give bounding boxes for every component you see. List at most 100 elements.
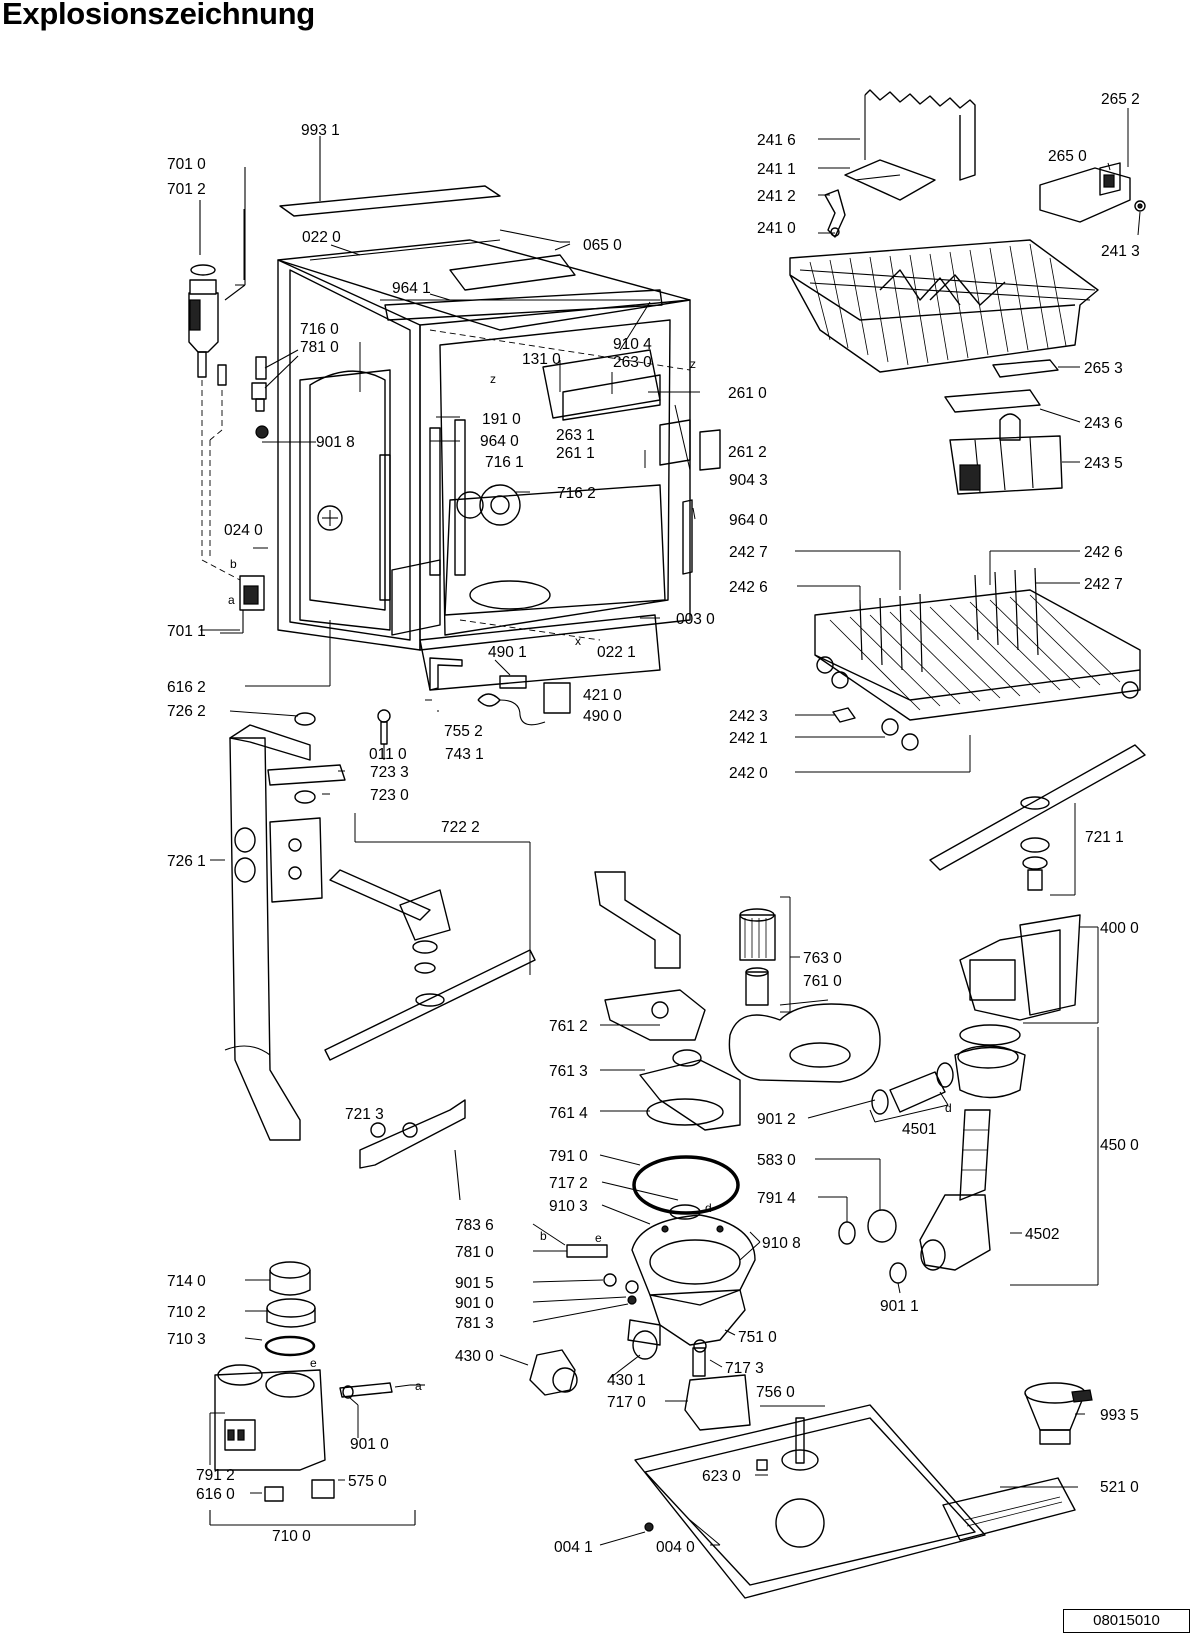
label-2426a: 242 6 — [729, 579, 768, 596]
label-4300: 430 0 — [455, 1348, 494, 1365]
page-title: Explosionszeichnung — [2, 0, 315, 31]
label-7612: 761 2 — [549, 1018, 588, 1035]
pump-sump-icon: b e d — [540, 1155, 756, 1360]
marker-z-2: z — [690, 357, 696, 371]
base-plate-icon — [634, 1404, 986, 1599]
insulation-strip-icon — [279, 136, 501, 217]
label-7813: 781 3 — [455, 1315, 494, 1332]
label-2421: 242 1 — [729, 730, 768, 747]
basket-rack-top-icon — [824, 89, 976, 238]
label-7910: 791 0 — [549, 1148, 588, 1165]
label-9931: 993 1 — [301, 122, 340, 139]
label-4501: 4501 — [902, 1121, 936, 1138]
label-9640a: 964 0 — [480, 433, 519, 450]
label-7614: 761 4 — [549, 1105, 588, 1122]
marker-a-2: a — [415, 1379, 422, 1393]
spray-arm-lower-icon — [359, 1099, 466, 1201]
marker-d-1: d — [705, 1201, 712, 1215]
label-7170: 717 0 — [607, 1394, 646, 1411]
label-2423: 242 3 — [729, 708, 768, 725]
water-softener-icon: a e — [209, 1261, 425, 1526]
marker-b: b — [230, 557, 237, 571]
part-labels: 993 1 701 0 701 2 022 0 065 0 964 1 716 … — [167, 91, 1140, 1556]
label-7261: 726 1 — [167, 853, 206, 870]
label-5750: 575 0 — [348, 1473, 387, 1490]
label-2610: 261 0 — [728, 385, 767, 402]
label-4500: 450 0 — [1100, 1137, 1139, 1154]
label-7010: 701 0 — [167, 156, 206, 173]
heater-manifold-icon: d — [838, 914, 1081, 1284]
lower-basket-icon — [814, 567, 1141, 751]
label-7230: 723 0 — [370, 787, 409, 804]
label-2410: 241 0 — [757, 220, 796, 237]
label-7102: 710 2 — [167, 1304, 206, 1321]
label-0240: 024 0 — [224, 522, 263, 539]
label-7011: 701 1 — [167, 623, 206, 640]
small-parts-icon — [377, 657, 571, 760]
label-7914: 791 4 — [757, 1190, 796, 1207]
label-6160: 616 0 — [196, 1486, 235, 1503]
label-0110: 011 0 — [369, 746, 407, 763]
label-7213: 721 3 — [345, 1106, 384, 1123]
spray-arm-icon — [267, 764, 536, 1061]
label-5210: 521 0 — [1100, 1479, 1139, 1496]
label-4901: 490 1 — [488, 644, 527, 661]
label-2435: 243 5 — [1084, 455, 1123, 472]
label-7103: 710 3 — [167, 1331, 206, 1348]
bracket-set-icon — [944, 162, 1146, 413]
label-2630: 263 0 — [613, 354, 652, 371]
label-7140: 714 0 — [167, 1273, 206, 1290]
label-4900: 490 0 — [583, 708, 622, 725]
upper-spray-arm-icon — [929, 744, 1146, 891]
label-2612: 261 2 — [728, 444, 767, 461]
label-7012: 701 2 — [167, 181, 206, 198]
label-2426b: 242 6 — [1084, 544, 1123, 561]
label-9012: 901 2 — [757, 1111, 796, 1128]
label-2411: 241 1 — [757, 161, 796, 178]
circulation-pipe-icon — [224, 712, 316, 1141]
label-7211: 721 1 — [1085, 829, 1124, 846]
label-7233: 723 3 — [370, 764, 409, 781]
label-7836: 783 6 — [455, 1217, 494, 1234]
label-2416: 241 6 — [757, 132, 796, 149]
label-9010a: 901 0 — [455, 1295, 494, 1312]
label-7510: 751 0 — [738, 1329, 777, 1346]
label-9018: 901 8 — [316, 434, 355, 451]
label-7610: 761 0 — [803, 973, 842, 990]
label-0650: 065 0 — [583, 237, 622, 254]
label-2436: 243 6 — [1084, 415, 1123, 432]
label-9015: 901 5 — [455, 1275, 494, 1292]
label-7161: 716 1 — [485, 454, 524, 471]
label-2652: 265 2 — [1101, 91, 1140, 108]
label-7431: 743 1 — [445, 746, 484, 763]
upper-basket-icon — [789, 239, 1099, 373]
label-5830: 583 0 — [757, 1152, 796, 1169]
funnel-icon — [1024, 1382, 1093, 1445]
label-7560: 756 0 — [756, 1384, 795, 1401]
label-4301: 430 1 — [607, 1372, 646, 1389]
label-1310: 131 0 — [522, 351, 561, 368]
label-9103: 910 3 — [549, 1198, 588, 1215]
label-7912: 791 2 — [196, 1467, 235, 1484]
label-9010b: 901 0 — [350, 1436, 389, 1453]
label-2412: 241 2 — [757, 188, 796, 205]
marker-b-2: b — [540, 1229, 547, 1243]
label-7630: 763 0 — [803, 950, 842, 967]
label-7810b: 781 0 — [455, 1244, 494, 1261]
label-9935: 993 5 — [1100, 1407, 1139, 1424]
label-7160: 716 0 — [300, 321, 339, 338]
label-0221: 022 1 — [597, 644, 636, 661]
drain-pipe-icon — [594, 871, 741, 1131]
marker-d-2: d — [945, 1101, 952, 1115]
label-4000: 400 0 — [1100, 920, 1139, 937]
label-7100: 710 0 — [272, 1528, 311, 1545]
valve-assembly-icon: a b — [188, 167, 265, 634]
label-2631: 263 1 — [556, 427, 595, 444]
label-2420: 242 0 — [729, 765, 768, 782]
label-0030: 003 0 — [676, 611, 715, 628]
label-9043: 904 3 — [729, 472, 768, 489]
label-7810a: 781 0 — [300, 339, 339, 356]
label-7222: 722 2 — [441, 819, 480, 836]
